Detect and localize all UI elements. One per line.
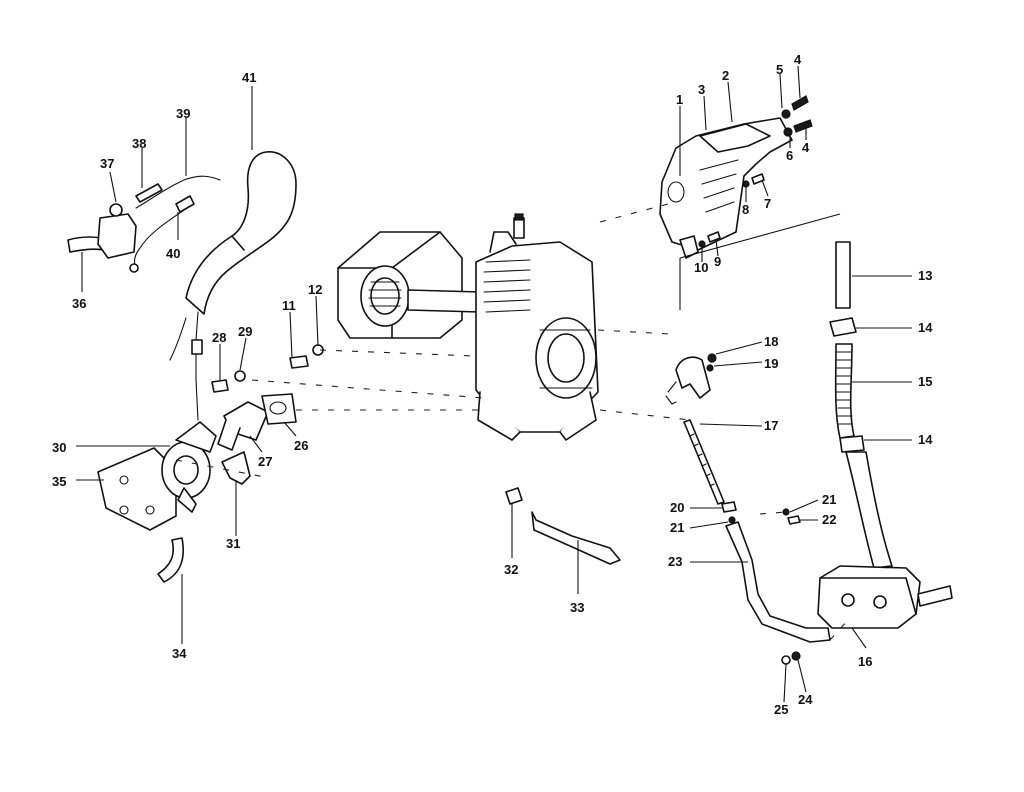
callout-12: 12 xyxy=(308,282,322,297)
callout-24: 24 xyxy=(798,692,813,707)
callout-17: 17 xyxy=(764,418,778,433)
callout-3: 3 xyxy=(698,82,705,97)
callout-15: 15 xyxy=(918,374,932,389)
callout-40: 40 xyxy=(166,246,180,261)
control-housing xyxy=(97,213,137,259)
callout-13: 13 xyxy=(918,268,932,283)
callout-9: 9 xyxy=(714,254,721,269)
exhaust-group xyxy=(817,241,953,629)
exhaust-tube xyxy=(835,241,851,309)
fuel-pump-group xyxy=(97,344,324,583)
callout-21-left: 21 xyxy=(670,520,684,535)
callout-28: 28 xyxy=(212,330,226,345)
support-bracket-group xyxy=(665,353,831,665)
callout-22: 22 xyxy=(822,512,836,527)
callout-35: 35 xyxy=(52,474,66,489)
callout-14-lower: 14 xyxy=(918,432,933,447)
callout-31: 31 xyxy=(226,536,240,551)
muffler-shroud-group xyxy=(659,95,813,259)
callout-36: 36 xyxy=(72,296,86,311)
fuel-hose-elbow xyxy=(157,537,184,583)
callout-11: 11 xyxy=(282,298,296,313)
leader-lines xyxy=(76,65,912,703)
callout-25: 25 xyxy=(774,702,788,717)
callout-34: 34 xyxy=(172,646,187,661)
callout-4-lower: 4 xyxy=(802,140,810,155)
callout-2: 2 xyxy=(722,68,729,83)
callout-27: 27 xyxy=(258,454,272,469)
misc-parts xyxy=(505,487,621,565)
engine-shroud xyxy=(659,117,793,251)
callout-32: 32 xyxy=(504,562,518,577)
callout-10: 10 xyxy=(694,260,708,275)
callout-33: 33 xyxy=(570,600,584,615)
engine-assembly xyxy=(337,213,599,441)
bracket-arm xyxy=(725,521,831,643)
throttle-control-group xyxy=(67,151,297,421)
callout-21-right: 21 xyxy=(822,492,836,507)
callout-39: 39 xyxy=(176,106,190,121)
callout-16: 16 xyxy=(858,654,872,669)
callout-23: 23 xyxy=(668,554,682,569)
callout-18: 18 xyxy=(764,334,778,349)
callout-20: 20 xyxy=(670,500,684,515)
callout-38: 38 xyxy=(132,136,146,151)
callout-6: 6 xyxy=(786,148,793,163)
callout-8: 8 xyxy=(742,202,749,217)
assembly-dashed-lines xyxy=(175,203,849,641)
callout-37: 37 xyxy=(100,156,114,171)
callout-1: 1 xyxy=(676,92,683,107)
pump-cover-plate xyxy=(97,447,177,531)
callout-14-upper: 14 xyxy=(918,320,933,335)
callout-41: 41 xyxy=(242,70,256,85)
callout-labels: 1 2 3 4 4 5 6 7 8 9 10 11 12 13 14 15 14… xyxy=(52,52,933,717)
callout-4-upper: 4 xyxy=(794,52,802,67)
callout-26: 26 xyxy=(294,438,308,453)
callout-7: 7 xyxy=(764,196,771,211)
callout-29: 29 xyxy=(238,324,252,339)
callout-30: 30 xyxy=(52,440,66,455)
callout-5: 5 xyxy=(776,62,783,77)
callout-19: 19 xyxy=(764,356,778,371)
